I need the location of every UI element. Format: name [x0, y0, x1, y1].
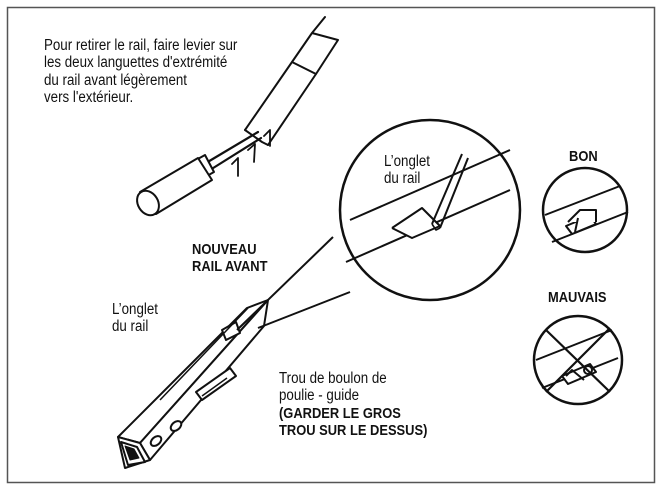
zoom-callout-lines — [236, 236, 351, 331]
bad-label: MAUVAIS — [548, 289, 607, 306]
good-label: BON — [569, 148, 598, 165]
screwdriver-rail-illustration — [136, 16, 339, 217]
front-rail-illustration — [117, 299, 269, 469]
bad-detail-circle — [532, 314, 624, 406]
diagram-border — [6, 6, 656, 484]
rail-tab-label: L’onglet du rail — [112, 301, 158, 336]
good-detail-circle — [541, 166, 629, 254]
bolt-hole-label: Trou de boulon de poulie - guide — [279, 370, 387, 405]
bolt-hole-note: (GARDER LE GROS TROU SUR LE DESSUS) — [279, 405, 428, 439]
rail-tab-label-zoom: L’onglet du rail — [384, 153, 430, 188]
zoom-detail-circle — [338, 118, 522, 302]
instruction-text: Pour retirer le rail, faire levier sur l… — [44, 37, 238, 107]
new-front-rail-heading: NOUVEAU RAIL AVANT — [192, 241, 268, 275]
